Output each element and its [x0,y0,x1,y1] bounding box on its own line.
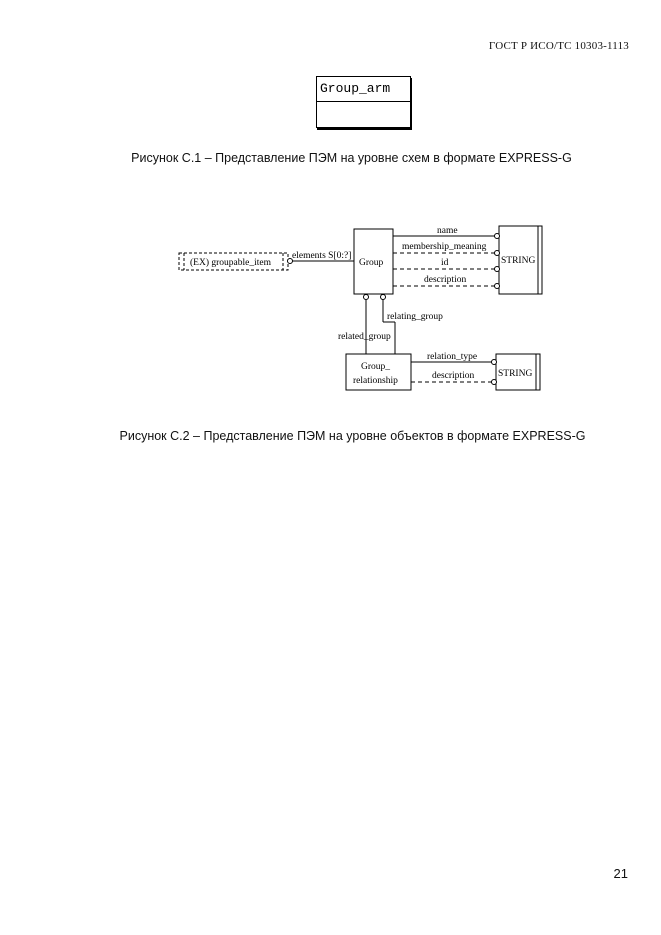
attr-rel-description-label: description [432,371,474,381]
select-groupable-item-label: (EX) groupable_item [190,257,272,268]
entity-string-1-box [498,225,543,295]
attr-id-label: id [441,258,449,268]
attr-relating-group-label: relating_group [387,312,443,322]
figure-2-caption: Рисунок С.2 – Представление ПЭМ на уровн… [119,429,586,443]
schema-box-group-arm: Group_arm [316,76,411,128]
entity-group-box [353,228,394,295]
entity-group-relationship-label-1: Group_ [361,362,390,372]
entity-group-relationship-box [345,353,412,391]
page-number: 21 [613,866,628,881]
entity-string-1-label: STRING [501,256,535,266]
figure-1-caption: Рисунок С.1 – Представление ПЭМ на уровн… [131,151,572,165]
attr-elements-label: elements S[0:?] [292,251,351,261]
entity-group-relationship-label-2: relationship [353,376,398,386]
entity-string-2-box [495,353,541,391]
entity-string-2-label: STRING [498,369,532,379]
attr-relation-type-label: relation_type [427,352,477,362]
entity-group-label: Group [359,258,384,268]
attr-membership-meaning-label: membership_meaning [402,242,487,252]
attr-related-group-label: related_group [338,332,391,342]
schema-name: Group_arm [317,77,410,102]
document-code: ГОСТ Р ИСО/ТС 10303-1113 [488,40,629,52]
attr-name-label: name [437,226,458,236]
attr-description-label: description [424,275,466,285]
